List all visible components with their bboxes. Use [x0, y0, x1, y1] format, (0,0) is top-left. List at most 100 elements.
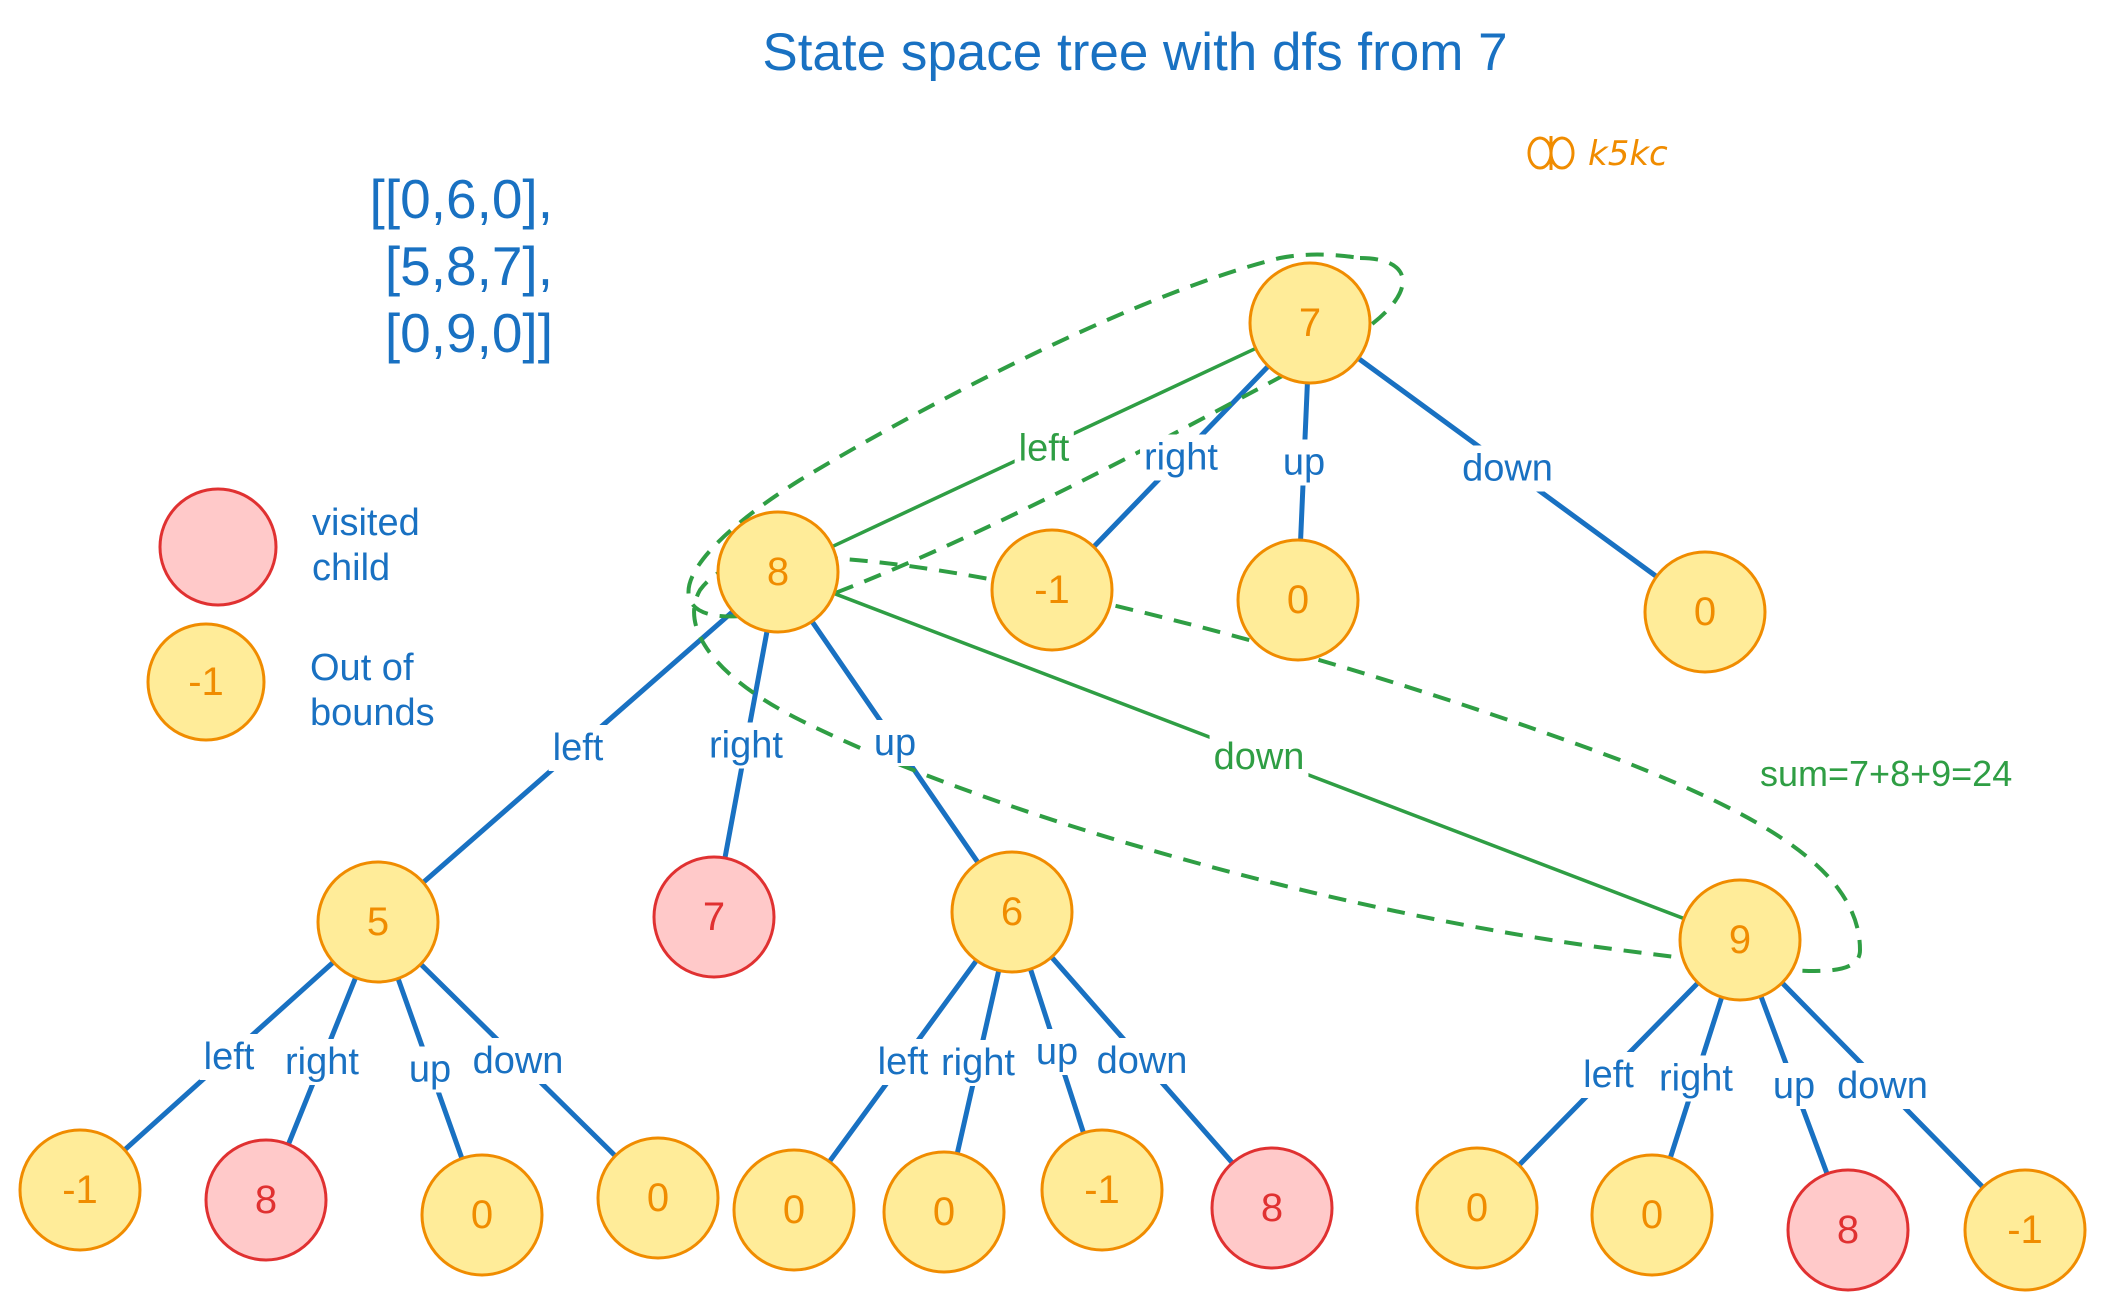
tree-node-circle — [596, 1136, 720, 1260]
tree-node-value: 0 — [1694, 590, 1716, 634]
tree-node-value: 0 — [1466, 1186, 1488, 1230]
edge-label-down: down — [1097, 1040, 1188, 1082]
tree-node-circle — [204, 1138, 328, 1262]
tree-node-circle — [950, 850, 1074, 974]
tree-node-circle — [1415, 1146, 1539, 1270]
tree-node-circle — [1643, 550, 1767, 674]
tree-node-circle — [1040, 1128, 1164, 1252]
legend-visited-swatch — [158, 487, 278, 607]
tree-node: -1 — [990, 528, 1114, 652]
edge-label-up: up — [1773, 1065, 1815, 1107]
tree-node: 0 — [1590, 1153, 1714, 1277]
edge-label-background — [869, 720, 921, 766]
tree-node-value: 0 — [647, 1176, 669, 1220]
sum-annotation: sum=7+8+9=24 — [1760, 753, 2012, 794]
tree-node-value: 0 — [933, 1190, 955, 1234]
edge-label-background — [1140, 434, 1223, 481]
tree-node-circle — [1678, 878, 1802, 1002]
tree-node-value: 5 — [367, 900, 389, 944]
tree-node-value: -1 — [62, 1168, 98, 1212]
edge-label-background — [1092, 1038, 1192, 1084]
edge-label-up: up — [1283, 442, 1325, 484]
edge-label-down: down — [1462, 448, 1553, 490]
tree-node-visited: 8 — [1786, 1168, 1910, 1292]
tree-node: 8 — [716, 510, 840, 634]
edge-label-background — [1209, 734, 1309, 780]
edge-label-down: down — [473, 1040, 564, 1082]
tree-node-value: 8 — [255, 1178, 277, 1222]
tree-node-value: 0 — [471, 1193, 493, 1237]
grid-line-2: [5,8,7], — [385, 235, 553, 297]
tree-node-circle — [316, 860, 440, 984]
tree-node-value: -1 — [1084, 1168, 1120, 1212]
legend-oob-swatch — [146, 622, 266, 742]
edge-label-background — [1768, 1063, 1820, 1109]
legend-oob-value: -1 — [188, 660, 224, 704]
edge-label-up: up — [1036, 1031, 1078, 1073]
legend-oob-label-2: bounds — [310, 692, 435, 734]
edge-label-background — [404, 1046, 456, 1093]
tree-node-visited: 8 — [204, 1138, 328, 1262]
edge-label-down: down — [1214, 736, 1305, 778]
tree-node-value: 8 — [1261, 1186, 1283, 1230]
tree-node: 0 — [882, 1150, 1006, 1274]
tree-node: 0 — [596, 1136, 720, 1260]
legend-visited-label-1: visited — [312, 502, 420, 544]
tree-node-value: -1 — [1034, 568, 1070, 612]
tree-node: -1 — [1040, 1128, 1164, 1252]
tree-node-value: 0 — [783, 1188, 805, 1232]
tree-node: 0 — [732, 1148, 856, 1272]
edge-label-background — [1014, 425, 1074, 472]
edge-label-background — [705, 722, 788, 769]
tree-node-circle — [1248, 261, 1372, 385]
tree-node-visited: 8 — [1210, 1146, 1334, 1270]
legend-oob-label-1: Out of — [310, 647, 414, 689]
edge-label-up: up — [874, 722, 916, 764]
tree-node-value: 7 — [703, 895, 725, 939]
tree-node: 9 — [1678, 878, 1802, 1002]
edge-label-background — [548, 725, 608, 771]
tree-node: 0 — [1415, 1146, 1539, 1270]
legend: visited child -1 Out of bounds — [146, 487, 435, 742]
edge-label-background — [468, 1038, 568, 1084]
tree-node: -1 — [1963, 1168, 2087, 1292]
tree-node-circle — [1590, 1153, 1714, 1277]
signature-logo: k5kc — [1527, 134, 1668, 174]
edge-label-left: left — [1019, 428, 1070, 470]
grid-line-3: [0,9,0]] — [385, 302, 553, 364]
edge-label-background — [281, 1039, 364, 1085]
tree-node-circle — [1786, 1168, 1910, 1292]
edge-label-background — [1031, 1029, 1083, 1075]
nodes-layer: 7 8 -1 0 0 5 7 6 9 -1 8 0 0 0 0 -1 8 0 0 8 -1 — [18, 261, 2087, 1292]
tree-node-visited: 7 — [652, 855, 776, 979]
tree-node-value: 9 — [1729, 918, 1751, 962]
tree-node: 0 — [1236, 538, 1360, 662]
tree-node-circle — [882, 1150, 1006, 1274]
tree-node-value: 7 — [1299, 301, 1321, 345]
tree-node-circle — [18, 1128, 142, 1252]
tree-node-value: 8 — [1837, 1208, 1859, 1252]
tree-node-circle — [990, 528, 1114, 652]
edge-label-down: down — [1837, 1065, 1928, 1107]
tree-node-value: 0 — [1287, 578, 1309, 622]
edge-label-left: left — [553, 727, 604, 769]
edge-label-up: up — [409, 1049, 451, 1091]
edge-label-background — [937, 1040, 1020, 1086]
edge-label-background — [1278, 439, 1330, 486]
tree-node-circle — [732, 1148, 856, 1272]
tree-node-value: 0 — [1641, 1193, 1663, 1237]
tree-node-value: 8 — [767, 550, 789, 594]
tree-node-circle — [652, 855, 776, 979]
edge-label-right: right — [1144, 437, 1218, 479]
edge-label-right: right — [285, 1041, 359, 1083]
diagram-title: State space tree with dfs from 7 — [762, 23, 1507, 82]
legend-visited-label-2: child — [312, 547, 390, 589]
tree-node-value: 6 — [1001, 890, 1023, 934]
tree-node: -1 — [18, 1128, 142, 1252]
edge-label-left: left — [878, 1041, 929, 1083]
tree-node: 0 — [1643, 550, 1767, 674]
tree-node-circle — [420, 1153, 544, 1277]
edge-label-background — [1655, 1055, 1738, 1102]
tree-node-circle — [716, 510, 840, 634]
